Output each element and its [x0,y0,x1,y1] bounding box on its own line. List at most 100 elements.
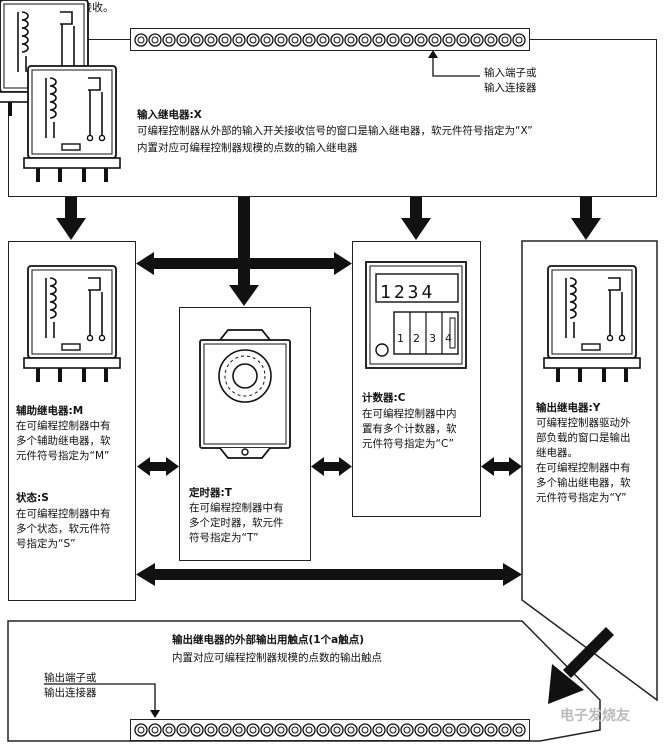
arrow-aux-counter-top [136,252,352,275]
terminal-screw [386,723,400,737]
terminal-screw [190,723,204,737]
terminal-screw [498,32,512,47]
arrow-input-to-counter [401,197,431,240]
terminal-screw [176,723,190,737]
terminal-screw [512,723,526,737]
aux-relay-desc-2: 多个辅助继电器，软 [16,435,111,447]
terminal-screw [372,723,386,737]
terminal-screw [344,32,358,47]
output-relay-block [521,240,658,702]
terminal-screw [302,32,316,47]
terminal-screw [232,32,246,47]
counter-digit-4: 4 [445,332,452,345]
terminal-screw [176,32,190,47]
state-title: 状态:S [16,492,49,504]
watermark: 电子发烧友 [560,708,630,724]
input-terminal-pointer-arrow [428,50,480,77]
terminal-screw [386,32,400,47]
terminal-screw [330,32,344,47]
terminal-screw [134,32,148,47]
aux-relay-icon [23,265,121,383]
terminal-screw [204,32,218,47]
counter-digit-2: 2 [413,332,420,345]
terminal-screw [316,723,330,737]
arrow-input-to-timer [229,197,259,306]
terminal-screw [512,32,526,47]
timer-desc-2: 多个定时器，软元件 [189,517,284,529]
output-relay-icon [543,265,641,383]
terminal-screw [204,723,218,737]
terminal-screw [274,723,288,737]
terminal-screw [484,32,498,47]
terminal-screw [260,723,274,737]
output-contact-desc: 内置对应可编程控制器规模的点数的输出触点 [172,652,382,664]
terminal-screw [218,32,232,47]
terminal-screw [414,32,428,47]
counter-icon [365,261,467,369]
counter-digit-3: 3 [429,332,436,345]
terminal-screw [274,32,288,47]
timer-desc-3: 符号指定为“T” [189,532,259,544]
terminal-screw [246,723,260,737]
terminal-screw [470,723,484,737]
terminal-screw [414,723,428,737]
terminal-screw [218,723,232,737]
arrow-input-to-output [571,197,601,240]
terminal-screw [190,32,204,47]
terminal-screw [246,32,260,47]
terminal-screw [470,32,484,47]
counter-digit-1: 1 [397,332,404,345]
output-relay-desc-3: 继电器。 [536,447,578,459]
output-contact-block [7,620,601,742]
output-terminal-label-2: 输出连接器 [44,687,97,699]
input-terminal-label-1: 输入端子或 [484,67,537,79]
input-relay-desc-1: 可编程控制器从外部的输入开关接收信号的窗口是输入继电器，软元件符号指定为“X” [137,125,533,137]
input-relay-icon [23,65,121,183]
input-relay-desc-2: 内置对应可编程控制器规模的点数的输入继电器 [137,142,358,154]
terminal-screw [428,723,442,737]
terminal-screw [316,32,330,47]
terminal-screw [302,723,316,737]
terminal-screw [260,32,274,47]
counter-title: 计数器:C [362,392,406,404]
arrow-aux-output-bottom [136,563,522,586]
terminal-screw [344,723,358,737]
output-terminal-label-1: 输出端子或 [44,672,97,684]
terminal-screw [358,32,372,47]
arrow-output-to-contact [548,627,614,704]
aux-relay-desc-3: 元件符号指定为“M” [16,450,110,462]
input-terminal-label-2: 输入连接器 [484,82,537,94]
state-desc-2: 多个状态，软元件符 [16,523,111,535]
terminal-screw [400,32,414,47]
aux-relay-title: 辅助继电器:M [16,405,84,417]
timer-title: 定时器:T [189,487,232,499]
terminal-screw [232,723,246,737]
terminal-screw [162,32,176,47]
counter-desc-3: 元件符号指定为“C” [362,438,454,450]
terminal-screw [498,723,512,737]
counter-desc-2: 置有多个计数器，软 [362,423,457,435]
terminal-screw [372,32,386,47]
terminal-screw [288,723,302,737]
timer-icon [199,329,291,459]
terminal-screw [148,723,162,737]
counter-display: 1234 [380,282,436,303]
state-desc-1: 在可编程控制器中有 [16,508,111,520]
output-contact-title: 输出继电器的外部输出用触点(1个a触点) [172,634,364,646]
output-relay-desc-4: 在可编程控制器中有 [536,462,631,474]
terminal-screw [148,32,162,47]
terminal-screw [442,723,456,737]
aux-relay-desc-1: 在可编程控制器中有 [16,420,111,432]
input-terminal-strip [130,28,530,51]
terminal-screw [484,723,498,737]
terminal-screw [456,32,470,47]
output-terminal-pointer-arrow [44,683,160,718]
input-relay-title: 输入继电器:X [137,109,202,121]
output-relay-desc-2: 部负载的窗口是输出 [536,432,631,444]
terminal-screw [134,723,148,737]
arrow-timer-counter [311,457,352,476]
state-desc-3: 号指定为“S” [16,538,76,550]
counter-desc-1: 在可编程控制器中内 [362,408,457,420]
terminal-screw [400,723,414,737]
